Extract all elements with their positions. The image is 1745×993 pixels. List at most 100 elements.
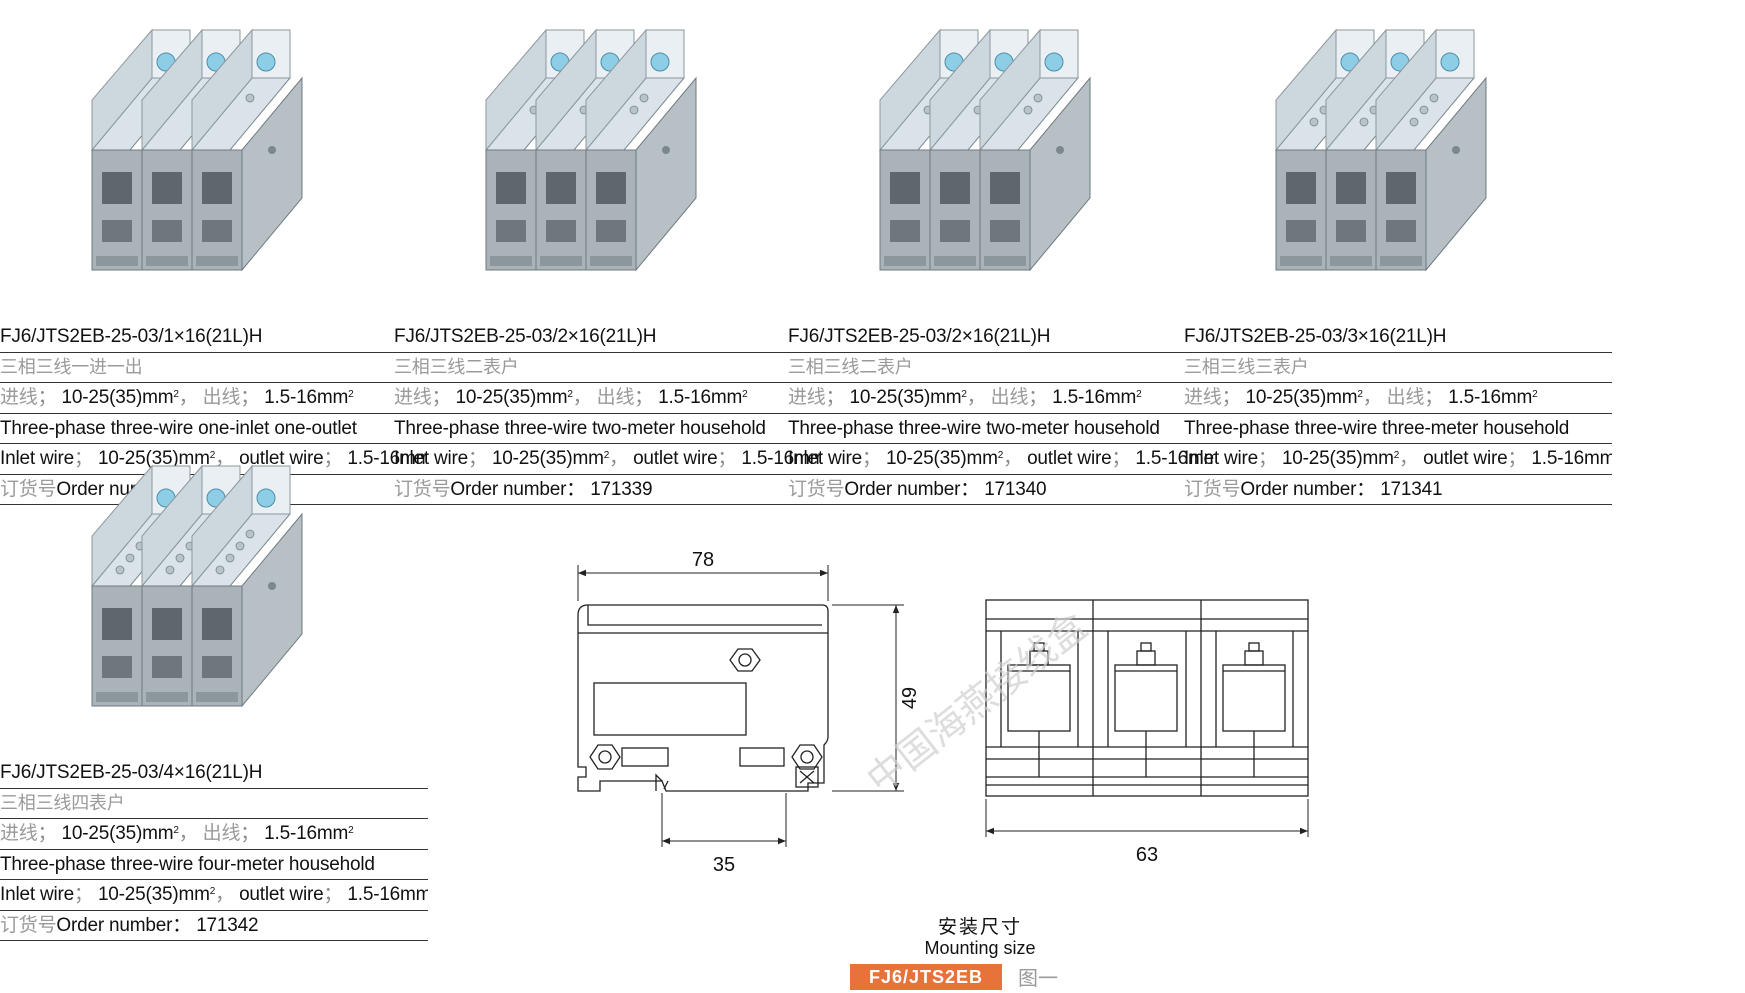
caption-en: Mounting size bbox=[924, 938, 1036, 958]
product-photo bbox=[1274, 28, 1487, 272]
chinese-name: 三相三线四表户 bbox=[0, 789, 428, 819]
product-photo bbox=[484, 28, 697, 272]
screw-icon bbox=[256, 488, 276, 508]
en-outlet-range: 1.5-16mm bbox=[347, 448, 428, 469]
cn-inlet-label: 进线 bbox=[1184, 387, 1222, 408]
chinese-wire-spec: 进线； 10-25(35)mm2， 出线； 1.5-16mm2 bbox=[0, 383, 428, 414]
terminal-module bbox=[140, 28, 242, 271]
chinese-wire-spec: 进线； 10-25(35)mm2， 出线； 1.5-16mm2 bbox=[394, 383, 822, 414]
product-specs: FJ6/JTS2EB-25-03/2×16(21L)H 三相三线二表户 进线； … bbox=[788, 322, 1216, 505]
cn-inlet-label: 进线 bbox=[788, 387, 826, 408]
terminal-module bbox=[190, 28, 292, 271]
cn-inlet-range: 10-25(35)mm bbox=[61, 823, 174, 844]
order-cn-label: 订货号 bbox=[788, 478, 845, 500]
en-inlet-label: Inlet wire bbox=[1184, 448, 1259, 469]
english-name: Three-phase three-wire three-meter house… bbox=[1184, 414, 1612, 444]
order-number: 订货号Order number： 171340 bbox=[788, 475, 1216, 505]
terminal-module bbox=[978, 28, 1080, 271]
en-outlet-range: 1.5-16mm bbox=[1135, 448, 1216, 469]
en-inlet-range: 10-25(35)mm bbox=[885, 448, 998, 469]
cn-outlet-range: 1.5-16mm bbox=[1448, 387, 1533, 408]
cn-inlet-range: 10-25(35)mm bbox=[455, 387, 568, 408]
terminal-module bbox=[534, 28, 636, 271]
chinese-wire-spec: 进线； 10-25(35)mm2， 出线； 1.5-16mm2 bbox=[788, 383, 1216, 414]
en-inlet-label: Inlet wire bbox=[0, 884, 75, 905]
cn-outlet-label: 出线 bbox=[596, 387, 635, 408]
en-outlet-range: 1.5-16mm bbox=[347, 884, 428, 905]
en-outlet-label: outlet wire bbox=[239, 448, 324, 469]
dim-height-label: 49 bbox=[899, 687, 921, 709]
screw-icon bbox=[256, 52, 276, 72]
cn-outlet-range: 1.5-16mm bbox=[264, 823, 349, 844]
english-wire-spec: Inlet wire； 10-25(35)mm2， outlet wire； 1… bbox=[0, 880, 428, 911]
chinese-name: 三相三线二表户 bbox=[394, 353, 822, 383]
terminal-module bbox=[140, 464, 242, 707]
chinese-name: 三相三线二表户 bbox=[788, 353, 1216, 383]
terminal-module bbox=[1274, 28, 1376, 271]
watermark-text: 中国海燕接线盒 bbox=[860, 605, 1095, 802]
en-outlet-label: outlet wire bbox=[1423, 448, 1508, 469]
order-cn-label: 订货号 bbox=[394, 478, 451, 500]
en-inlet-label: Inlet wire bbox=[788, 448, 863, 469]
front-view bbox=[577, 604, 829, 792]
en-inlet-range: 10-25(35)mm bbox=[491, 448, 604, 469]
cn-outlet-label: 出线 bbox=[202, 823, 241, 844]
en-inlet-label: Inlet wire bbox=[394, 448, 469, 469]
cn-inlet-range: 10-25(35)mm bbox=[61, 387, 174, 408]
order-label: Order number bbox=[844, 478, 961, 500]
order-number: 订货号Order number： 171339 bbox=[394, 475, 822, 505]
model-number: FJ6/JTS2EB-25-03/3×16(21L)H bbox=[1184, 322, 1612, 353]
dim-side-label: 63 bbox=[1136, 844, 1158, 866]
cn-inlet-label: 进线 bbox=[0, 823, 38, 844]
cn-outlet-range: 1.5-16mm bbox=[264, 387, 349, 408]
cn-outlet-range: 1.5-16mm bbox=[658, 387, 743, 408]
product-photo bbox=[90, 464, 303, 708]
en-outlet-label: outlet wire bbox=[1027, 448, 1112, 469]
dim-width-label: 78 bbox=[692, 549, 714, 571]
english-name: Three-phase three-wire one-inlet one-out… bbox=[0, 414, 428, 444]
chinese-name: 三相三线三表户 bbox=[1184, 353, 1612, 383]
screw-icon bbox=[1044, 52, 1064, 72]
terminal-module bbox=[1374, 28, 1476, 271]
english-wire-spec: Inlet wire； 10-25(35)mm2， outlet wire； 1… bbox=[394, 444, 822, 475]
english-name: Three-phase three-wire two-meter househo… bbox=[788, 414, 1216, 444]
en-inlet-range: 10-25(35)mm bbox=[97, 884, 210, 905]
chinese-wire-spec: 进线； 10-25(35)mm2， 出线； 1.5-16mm2 bbox=[1184, 383, 1612, 414]
caption-cn: 安装尺寸 bbox=[937, 917, 1022, 938]
en-outlet-range: 1.5-16mm bbox=[741, 448, 822, 469]
product-specs: FJ6/JTS2EB-25-03/1×16(21L)H 三相三线一进一出 进线；… bbox=[0, 322, 428, 505]
order-number: 订货号Order number： 171342 bbox=[0, 911, 428, 941]
order-number: 订货号Order number： 171341 bbox=[1184, 475, 1612, 505]
order-value: 171340 bbox=[984, 478, 1047, 500]
terminal-module bbox=[190, 464, 292, 707]
product-photo bbox=[878, 28, 1091, 272]
cn-inlet-label: 进线 bbox=[394, 387, 432, 408]
cn-inlet-range: 10-25(35)mm bbox=[849, 387, 962, 408]
cn-inlet-label: 进线 bbox=[0, 387, 38, 408]
cn-inlet-range: 10-25(35)mm bbox=[1245, 387, 1358, 408]
order-label: Order number bbox=[450, 478, 567, 500]
mounting-caption: 安装尺寸 Mounting size FJ6/JTS2EB 图一 bbox=[850, 917, 1110, 990]
screw-icon bbox=[650, 52, 670, 72]
en-inlet-label: Inlet wire bbox=[0, 448, 75, 469]
product-photo bbox=[90, 28, 303, 272]
chinese-wire-spec: 进线； 10-25(35)mm2， 出线； 1.5-16mm2 bbox=[0, 819, 428, 850]
model-number: FJ6/JTS2EB-25-03/2×16(21L)H bbox=[788, 322, 1216, 353]
order-label: Order number bbox=[1240, 478, 1357, 500]
order-cn-label: 订货号 bbox=[0, 914, 57, 936]
terminal-module bbox=[584, 28, 686, 271]
screw-icon bbox=[1440, 52, 1460, 72]
english-name: Three-phase three-wire four-meter househ… bbox=[0, 850, 428, 880]
side-view bbox=[985, 599, 1309, 797]
order-value: 171342 bbox=[196, 914, 259, 936]
order-label: Order number bbox=[56, 914, 173, 936]
order-cn-label: 订货号 bbox=[0, 478, 57, 500]
english-wire-spec: Inlet wire； 10-25(35)mm2， outlet wire； 1… bbox=[1184, 444, 1612, 475]
order-cn-label: 订货号 bbox=[1184, 478, 1241, 500]
mounting-drawing: 78 49 35 63 中国海燕接线盒 bbox=[577, 549, 1309, 876]
en-inlet-range: 10-25(35)mm bbox=[97, 448, 210, 469]
product-specs: FJ6/JTS2EB-25-03/2×16(21L)H 三相三线二表户 进线； … bbox=[394, 322, 822, 505]
en-outlet-label: outlet wire bbox=[239, 884, 324, 905]
en-outlet-range: 1.5-16mm bbox=[1531, 448, 1612, 469]
caption-figure-label: 图一 bbox=[1018, 968, 1058, 990]
